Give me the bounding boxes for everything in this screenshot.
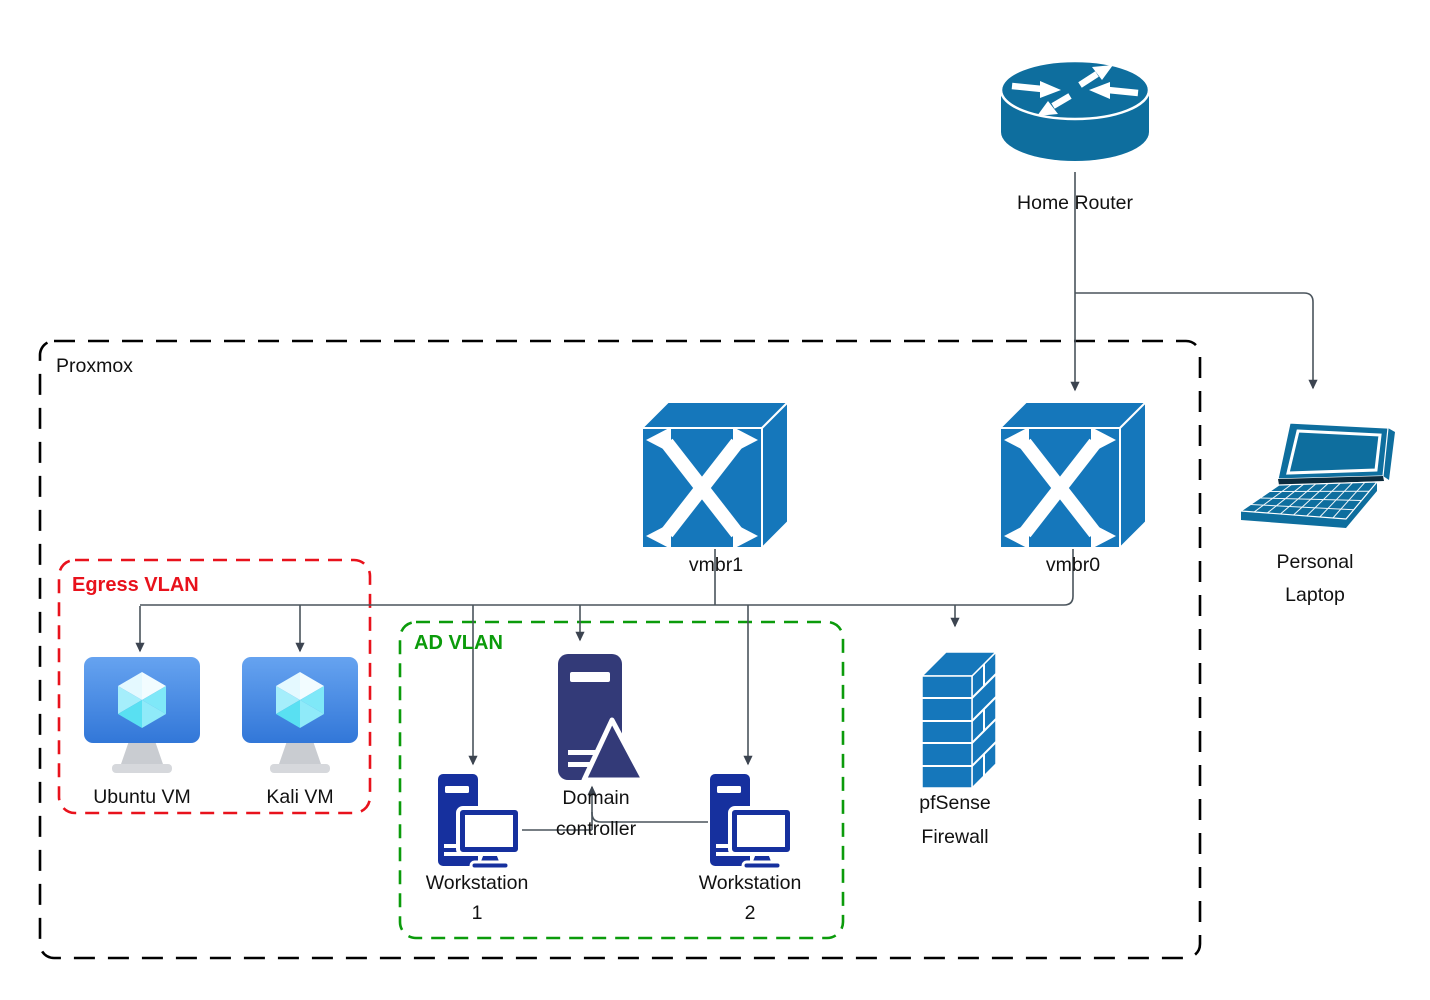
- egress-vlan-label: Egress VLAN: [72, 574, 199, 596]
- vmbr1-label: vmbr1: [688, 554, 744, 576]
- domain-controller-label-line1: Domain: [562, 787, 630, 809]
- personal-laptop-label-line1: Personal: [1276, 551, 1354, 573]
- workstation1-label-line1: Workstation: [425, 872, 529, 894]
- workstation2-label-line2: 2: [744, 902, 756, 924]
- personal-laptop-label-line2: Laptop: [1285, 584, 1345, 606]
- vmbr1-switch-icon: [639, 399, 792, 551]
- workstation2-icon: [708, 772, 794, 872]
- ubuntu-vm-icon: [82, 655, 202, 777]
- vmbr0-label: vmbr0: [1045, 554, 1101, 576]
- edge-bus: [140, 548, 1074, 606]
- personal-laptop-icon: [1238, 421, 1398, 541]
- workstation1-icon: [436, 772, 522, 872]
- workstation1-label-line2: 1: [471, 902, 483, 924]
- ad-vlan-label: AD VLAN: [414, 632, 503, 654]
- home-router-label: Home Router: [1017, 192, 1133, 214]
- kali-vm-label: Kali VM: [266, 786, 334, 808]
- pfsense-label-line1: pfSense: [919, 792, 991, 814]
- home-router-icon: [998, 58, 1152, 170]
- pfsense-label-line2: Firewall: [921, 826, 989, 848]
- edge-router-laptop: [1075, 292, 1318, 390]
- proxmox-label: Proxmox: [56, 355, 133, 377]
- domain-controller-label-line2: controller: [555, 818, 637, 840]
- kali-vm-icon: [240, 655, 360, 777]
- domain-controller-icon: [548, 652, 648, 786]
- pfsense-firewall-icon: [918, 632, 998, 792]
- workstation2-label-line1: Workstation: [698, 872, 802, 894]
- vmbr0-switch-icon: [997, 399, 1150, 551]
- ubuntu-vm-label: Ubuntu VM: [93, 786, 191, 808]
